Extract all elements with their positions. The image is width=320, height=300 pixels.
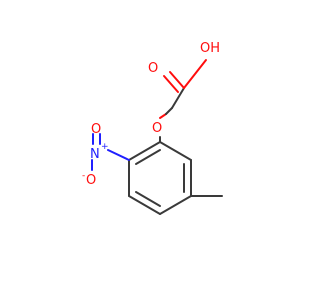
molecule-structure: OH O O N + O O - [82, 41, 223, 215]
ether-ch2-bond [159, 113, 167, 119]
carbonyl-oxygen-label: O [148, 61, 158, 76]
oxygen-bonds [159, 59, 207, 143]
nitro-bonds [91, 133, 130, 171]
nitro-oxygen-charge: - [82, 171, 85, 181]
ether-ch2-bond-tail [165, 107, 173, 115]
nitro-oxygen-minus-label: O [86, 173, 96, 188]
atom-labels: OH O O N + O O - [82, 41, 220, 188]
carbon-bonds [128, 87, 223, 215]
ring-bond-c6-c1-inner [135, 149, 161, 165]
nitro-oxygen-top-label: O [91, 122, 101, 137]
nitro-nitrogen-label: N [90, 147, 100, 162]
ring-nitro-bond [107, 149, 130, 161]
ch2-carboxyl-bond [171, 87, 185, 109]
ring-bond-c6-c1 [128, 141, 161, 161]
carbonyl-double-bond-b [163, 75, 179, 93]
nitro-nitrogen-charge: + [101, 142, 109, 152]
hydroxyl-label: OH [200, 41, 220, 56]
ring-bond-c3-c4 [159, 195, 192, 215]
ring-bond-c4-c5-inner [135, 191, 161, 207]
ring-bond-c4-c5 [128, 195, 161, 215]
ring-bond-c1-c2 [159, 141, 192, 161]
ether-oxygen-label: O [152, 121, 162, 136]
carboxyl-oh-bond [183, 59, 207, 89]
carbonyl-double-bond-a [169, 71, 185, 89]
